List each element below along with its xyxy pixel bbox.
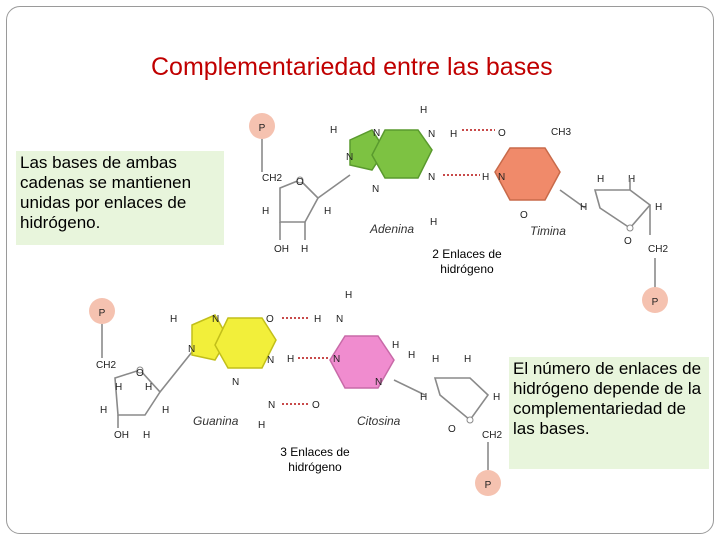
h-atom: H: [143, 430, 150, 441]
h-atom: H: [628, 174, 635, 185]
h-atom: H: [450, 129, 457, 140]
h-atom: H: [408, 350, 415, 361]
ch2-atom: CH2: [96, 360, 116, 371]
adenine-molecule: N N N N H N H H H: [330, 105, 457, 228]
h-atom: H: [145, 382, 152, 393]
h-atom: H: [115, 382, 122, 393]
amino-nitrogen: N: [268, 400, 275, 411]
cytosine-nitrogen: N: [375, 377, 382, 388]
sugar-oxygen: O: [624, 236, 632, 247]
h-atom: H: [432, 354, 439, 365]
deoxyribose-bottom-left: O OH H H H H H: [100, 366, 169, 441]
phosphate-symbol: P: [485, 480, 492, 491]
hydroxyl-group: OH: [114, 430, 129, 441]
amino-nitrogen: N: [428, 129, 435, 140]
h-atom: H: [262, 206, 269, 217]
h-atom: H: [392, 340, 399, 351]
sugar-oxygen: O: [296, 177, 304, 188]
cytosine-label: Citosina: [357, 414, 401, 428]
thymine-label: Timina: [530, 224, 566, 238]
h-atom: H: [170, 314, 177, 325]
left-note: Las bases de ambas cadenas se mantienen …: [16, 151, 224, 245]
h-atom: H: [597, 174, 604, 185]
slide-title: Complementariedad entre las bases: [151, 53, 553, 81]
h-atom: H: [287, 354, 294, 365]
cytosine-nitrogen: N: [333, 354, 340, 365]
phosphate-top-left: P: [249, 113, 275, 139]
top-bond-caption: 2 Enlaces de hidrógeno: [432, 247, 502, 276]
phosphate-top-right: P: [642, 287, 668, 313]
bottom-bond-caption: 3 Enlaces de hidrógeno: [280, 445, 350, 474]
h-atom: H: [100, 405, 107, 416]
hydroxyl-group: OH: [274, 244, 289, 255]
h-atom: H: [162, 405, 169, 416]
guanine-oxygen: O: [266, 314, 274, 325]
amino-nitrogen: N: [336, 314, 343, 325]
h-atom: H: [655, 202, 662, 213]
thymine-molecule: O CH3 H N O: [482, 127, 571, 221]
h-atom: H: [430, 217, 437, 228]
h-atom: H: [314, 314, 321, 325]
guanine-nitrogen: N: [232, 377, 239, 388]
h-atom: H: [482, 172, 489, 183]
h-atom: H: [420, 392, 427, 403]
phosphate-symbol: P: [259, 123, 266, 134]
guanine-nitrogen: N: [267, 355, 274, 366]
h-atom: H: [345, 290, 352, 301]
sugar-oxygen: O: [136, 368, 144, 379]
right-note: El número de enlaces de hidrógeno depend…: [509, 357, 709, 469]
guanine-label: Guanina: [193, 414, 239, 428]
methyl-group: CH3: [551, 127, 571, 138]
cytosine-oxygen: O: [312, 400, 320, 411]
h-atom: H: [324, 206, 331, 217]
h-atom: H: [580, 202, 587, 213]
h-atom: H: [420, 105, 427, 116]
h-atom: H: [493, 392, 500, 403]
ch2-atom: CH2: [482, 430, 502, 441]
thymine-nitrogen: N: [498, 172, 505, 183]
thymine-oxygen: O: [520, 210, 528, 221]
h-atom: H: [330, 125, 337, 136]
deoxyribose-bottom-right: O H H H H CH2: [420, 354, 502, 441]
deoxyribose-top-right: O H H H H CH2: [580, 174, 668, 255]
phosphate-bottom-right: P: [475, 470, 501, 496]
adenine-thymine-pair: P CH2 O OH H H H N N N N H N H H: [249, 105, 668, 313]
sugar-oxygen: O: [448, 424, 456, 435]
adenine-nitrogen: N: [346, 152, 353, 163]
cytosine-molecule: H N H N N O H H: [312, 290, 415, 411]
guanine-cytosine-pair: P CH2 O OH H H H H H N N N N H O H N: [89, 290, 502, 496]
h-atom: H: [258, 420, 265, 431]
adenine-nitrogen: N: [372, 184, 379, 195]
guanine-nitrogen: N: [188, 344, 195, 355]
deoxyribose-top-left: O OH H H H: [262, 176, 331, 255]
h-atom: H: [301, 244, 308, 255]
adenine-nitrogen: N: [428, 172, 435, 183]
phosphate-symbol: P: [99, 308, 106, 319]
guanine-molecule: N N N N H O H N H: [170, 314, 294, 431]
guanine-nitrogen: N: [212, 314, 219, 325]
phosphate-symbol: P: [652, 297, 659, 308]
h-atom: H: [464, 354, 471, 365]
ch2-atom: CH2: [648, 244, 668, 255]
thymine-oxygen: O: [498, 128, 506, 139]
ch2-atom: CH2: [262, 173, 282, 184]
adenine-nitrogen: N: [373, 128, 380, 139]
adenine-label: Adenina: [370, 222, 415, 236]
phosphate-bottom-left: P: [89, 298, 115, 324]
